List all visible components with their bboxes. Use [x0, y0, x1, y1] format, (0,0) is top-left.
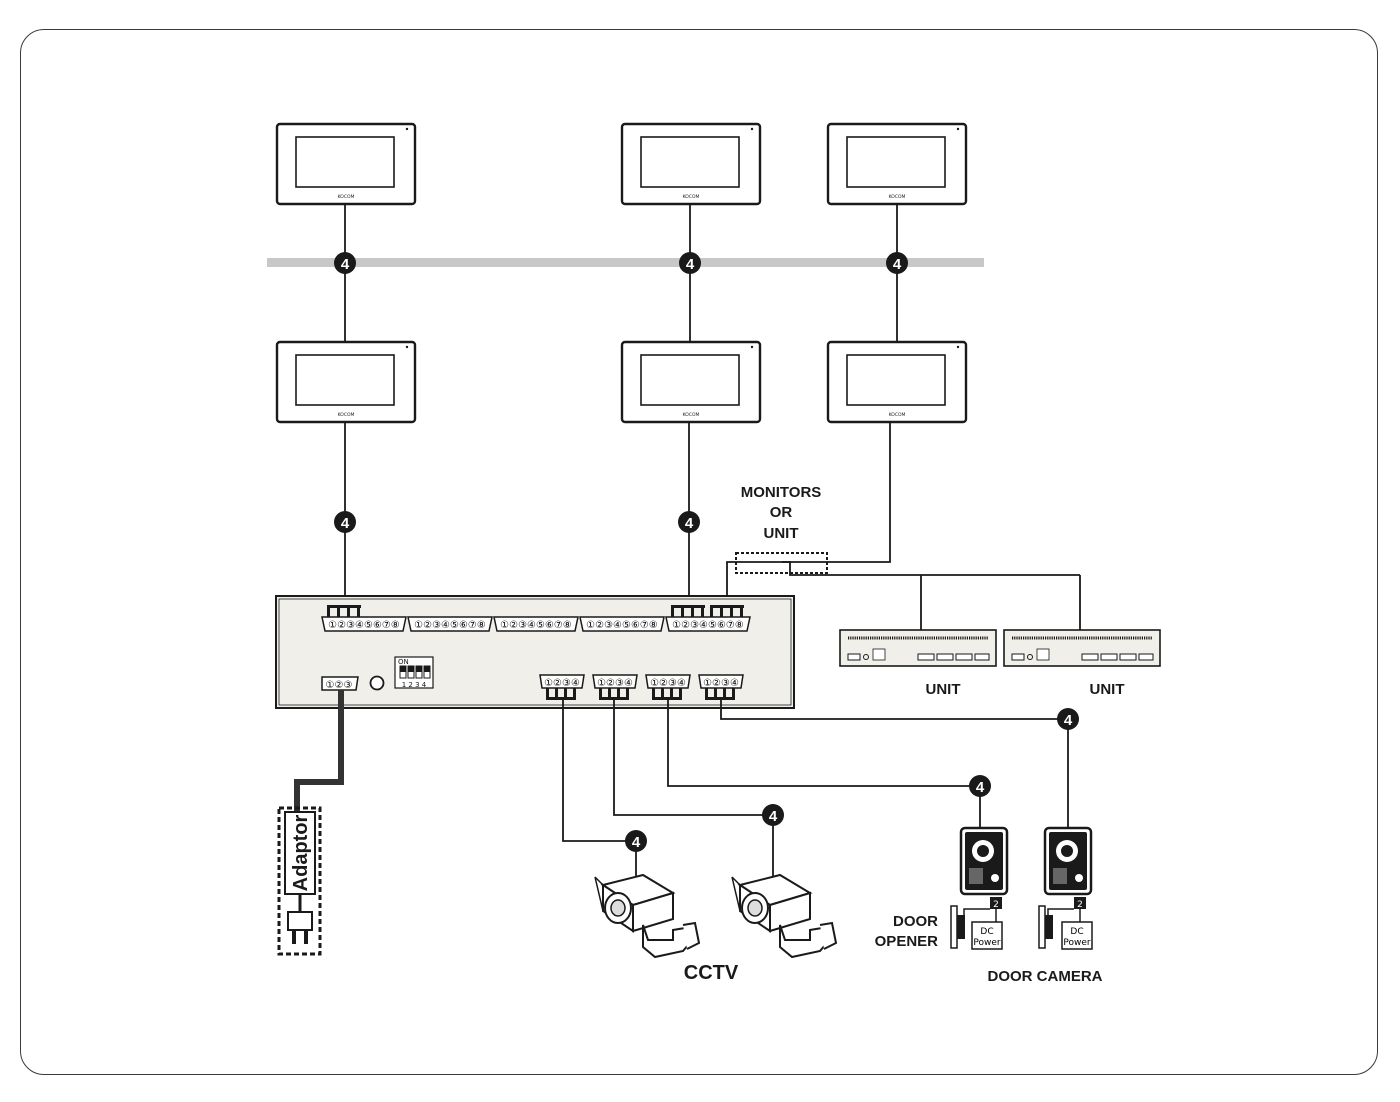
wire-count-badge: 4	[625, 830, 647, 852]
adaptor-label: Adaptor	[290, 814, 312, 891]
plug-icon	[287, 911, 313, 931]
monitors-or-unit-box	[735, 552, 828, 574]
status-led-icon	[369, 675, 385, 691]
wire-count-badge: 4	[678, 511, 700, 533]
cctv-camera-2	[731, 874, 837, 958]
terminal-block-5: ①②③④⑤⑥⑦⑧	[665, 616, 751, 632]
power-terminal: ①②③	[321, 676, 359, 691]
wire-count-badge: 4	[1057, 708, 1079, 730]
terminal-4pin-labels: ①②③④	[597, 678, 633, 689]
dip-numbers: 1 2 3 4	[402, 681, 427, 689]
monitors-or-unit-label: MONITORS OR UNIT	[741, 484, 822, 542]
terminal-labels: ①②③④⑤⑥⑦⑧	[500, 620, 572, 631]
monitor-brand: KOCOM	[338, 194, 355, 200]
svg-text:4: 4	[769, 808, 778, 825]
dip-on-label: ON	[398, 658, 409, 666]
door-opener-icon	[1038, 905, 1046, 949]
monitor-brand: KOCOM	[683, 412, 700, 418]
cctv-label: CCTV	[684, 962, 739, 984]
expansion-unit-1	[839, 629, 997, 667]
door-cam-terminal: 2	[993, 900, 999, 910]
monitor-top-right: KOCOM	[826, 122, 968, 206]
monitor-brand: KOCOM	[338, 412, 355, 418]
monitor-brand: KOCOM	[889, 194, 906, 200]
bottom-connectors	[546, 688, 735, 700]
door-cam-terminal: 2	[1077, 900, 1083, 910]
terminal-labels: ①②③④⑤⑥⑦⑧	[672, 620, 744, 631]
monitor-bottom-middle: KOCOM	[620, 340, 762, 424]
terminal-4pin-labels: ①②③④	[544, 678, 580, 689]
monitor-brand: KOCOM	[683, 194, 700, 200]
monitors-label-line-1: MONITORS	[741, 484, 822, 501]
monitors-label-line-3: UNIT	[764, 525, 799, 542]
power-terminal-labels: ①②③	[326, 680, 353, 691]
monitors-label-line-2: OR	[770, 504, 793, 521]
terminal-block-1: ①②③④⑤⑥⑦⑧	[321, 616, 407, 632]
cctv-camera-1	[594, 874, 700, 958]
terminal-labels: ①②③④⑤⑥⑦⑧	[414, 620, 486, 631]
monitor-bottom-right: KOCOM	[826, 340, 968, 424]
terminal-labels: ①②③④⑤⑥⑦⑧	[586, 620, 658, 631]
terminal-block-3: ①②③④⑤⑥⑦⑧	[493, 616, 579, 632]
terminal-4pin-1: ①②③④	[539, 674, 585, 689]
door-opener-icon	[950, 905, 958, 949]
adaptor: Adaptor	[277, 806, 322, 956]
svg-text:4: 4	[893, 256, 902, 273]
terminal-labels: ①②③④⑤⑥⑦⑧	[328, 620, 400, 631]
svg-text:4: 4	[1064, 712, 1073, 729]
door-camera-2: 2 DC Power	[1038, 826, 1093, 950]
svg-text:4: 4	[976, 779, 985, 796]
terminal-4pin-3: ①②③④	[645, 674, 691, 689]
power-cable	[294, 690, 344, 812]
wire-count-badge: 4	[762, 804, 784, 826]
wire-count-badge: 4	[334, 252, 356, 274]
door-opener-label-line-2: OPENER	[875, 933, 939, 950]
svg-text:4: 4	[341, 256, 350, 273]
unit-label-1: UNIT	[926, 681, 961, 698]
wire-count-badge: 4	[969, 775, 991, 797]
terminal-4pin-4: ①②③④	[698, 674, 744, 689]
terminal-block-4: ①②③④⑤⑥⑦⑧	[579, 616, 665, 632]
unit-wires	[726, 561, 1081, 630]
svg-text:4: 4	[686, 256, 695, 273]
wire-count-badge: 4	[679, 252, 701, 274]
wiring-bus	[267, 258, 984, 267]
dc-power-line-1: DC	[1070, 927, 1083, 937]
unit-label-2: UNIT	[1090, 681, 1125, 698]
diagram-frame	[20, 29, 1378, 1075]
terminal-block-2: ①②③④⑤⑥⑦⑧	[407, 616, 493, 632]
camera-wires	[562, 700, 1069, 880]
svg-text:4: 4	[632, 834, 641, 851]
top-connectors	[327, 605, 744, 617]
dip-switch: ON 1 2 3 4	[394, 656, 434, 689]
door-opener-label-line-1: DOOR	[893, 913, 938, 930]
terminal-4pin-2: ①②③④	[592, 674, 638, 689]
dc-power-line-1: DC	[980, 927, 993, 937]
monitor-top-left: KOCOM	[275, 122, 417, 206]
wire-count-badge: 4	[334, 511, 356, 533]
svg-text:4: 4	[341, 515, 350, 532]
dc-power-line-2: Power	[1063, 938, 1091, 948]
wire-count-badges: 4 4 4 4 4 4 4 4 4	[334, 252, 1079, 852]
door-camera-1: 2 DC Power	[950, 826, 1009, 950]
expansion-unit-2	[1003, 629, 1161, 667]
svg-text:4: 4	[685, 515, 694, 532]
monitor-brand: KOCOM	[889, 412, 906, 418]
terminal-4pin-labels: ①②③④	[703, 678, 739, 689]
door-camera-label: DOOR CAMERA	[988, 968, 1103, 985]
monitor-bottom-left: KOCOM	[275, 340, 417, 424]
terminal-4pin-labels: ①②③④	[650, 678, 686, 689]
wire-count-badge: 4	[886, 252, 908, 274]
monitor-wires	[344, 204, 898, 605]
dc-power-line-2: Power	[973, 938, 1001, 948]
monitor-top-middle: KOCOM	[620, 122, 762, 206]
